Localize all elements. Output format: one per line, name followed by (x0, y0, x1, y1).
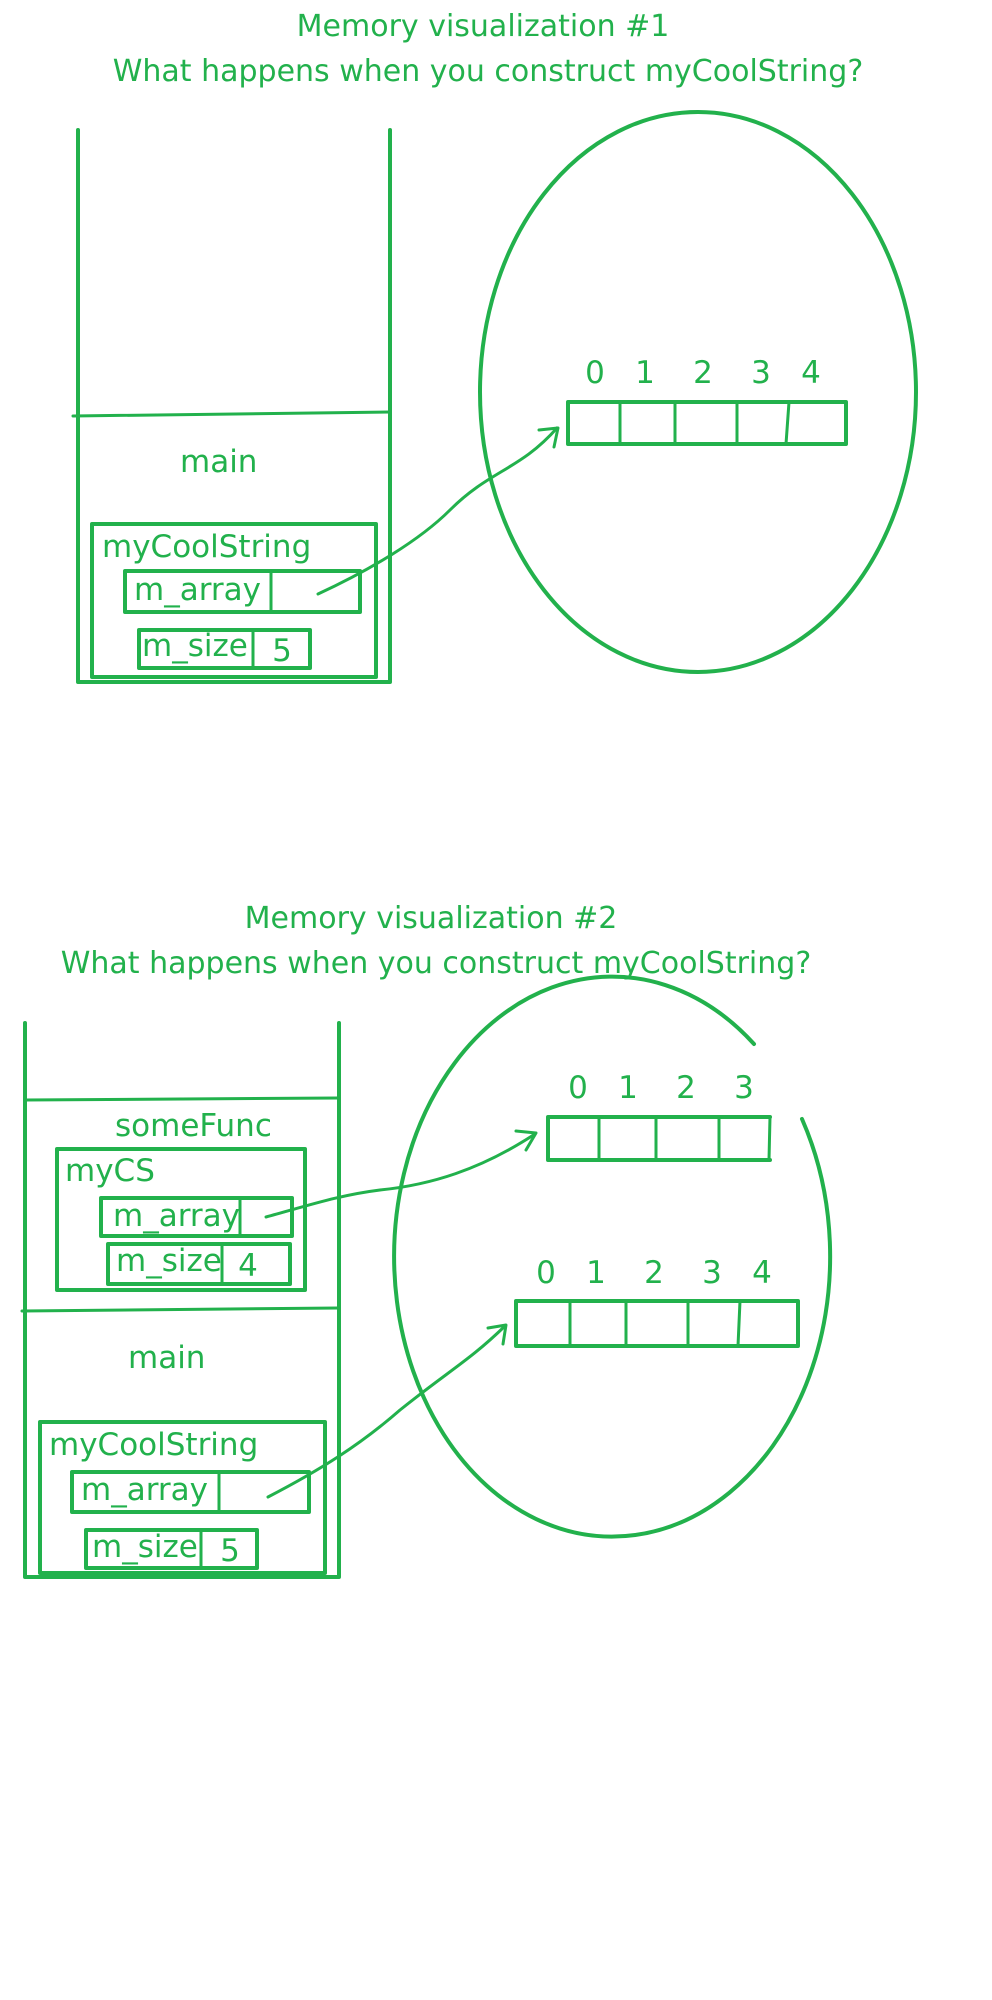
diagram2-bottom-m-array-label: m_array (81, 1472, 208, 1508)
diagram1-heap-array: 0 1 2 3 4 (566, 355, 848, 446)
memory-visualization-1: Memory visualization #1 What happens whe… (71, 9, 918, 684)
diagram2-top-object-label: myCS (65, 1153, 155, 1189)
diagram2-heap-large-index: 0 (536, 1255, 556, 1291)
diagram2-heap-small-index: 3 (734, 1070, 754, 1106)
diagram1-m-size-label: m_size (142, 628, 248, 664)
diagram2-title: Memory visualization #2 (245, 901, 618, 936)
diagram2-top-m-size-field (106, 1242, 292, 1286)
diagram1-stack: main myCoolString m_array m_size 5 (71, 128, 392, 684)
diagram1-heap-index: 1 (635, 355, 655, 391)
diagram2-bottom-m-size-value: 5 (220, 1533, 240, 1569)
diagram2-heap-small-index: 0 (568, 1070, 588, 1106)
diagram1-frame-label: main (180, 444, 257, 480)
diagram2-top-frame-label: someFunc (115, 1108, 272, 1144)
diagram1-heap-index: 0 (585, 355, 605, 391)
memory-visualization-2: Memory visualization #2 What happens whe… (20, 901, 833, 1579)
diagram1-object-label: myCoolString (102, 529, 311, 565)
diagram2-heap: 0 1 2 3 0 1 2 3 4 (392, 974, 833, 1539)
diagram2-bottom-pointer-arrow (266, 1323, 508, 1499)
diagram1-heap-index: 3 (751, 355, 771, 391)
diagram2-question: What happens when you construct myCoolSt… (61, 946, 812, 981)
diagram1-heap-index: 2 (693, 355, 713, 391)
diagram1-stack-outline (76, 128, 392, 684)
diagram2-bottom-m-array-field (70, 1470, 311, 1514)
diagram2-bottom-object-outline (38, 1420, 327, 1575)
diagram2-top-m-size-label: m_size (116, 1243, 222, 1279)
diagram1-m-size-value: 5 (272, 633, 292, 669)
diagram2-heap-array-small: 0 1 2 3 (546, 1070, 772, 1162)
diagram2-top-m-array-label: m_array (113, 1198, 240, 1234)
diagram1-m-array-label: m_array (134, 572, 261, 608)
diagram1-frame-divider (71, 410, 392, 418)
diagram2-top-arrowhead (514, 1129, 538, 1152)
diagram2-top-object-box: myCS m_array m_size 4 (55, 1147, 307, 1292)
diagram2-stack: someFunc myCS m_array m_size 4 main myCo… (20, 1021, 341, 1579)
diagram2-bottom-object-box: myCoolString m_array m_size 5 (38, 1420, 327, 1575)
diagram2-heap-small-index: 2 (676, 1070, 696, 1106)
diagram1-title: Memory visualization #1 (297, 9, 670, 44)
diagram2-heap-array-large: 0 1 2 3 4 (514, 1255, 800, 1348)
diagram1-object-box: myCoolString m_array m_size 5 (90, 522, 378, 679)
diagram2-heap-array-large-outline (514, 1299, 800, 1348)
diagram2-bottom-frame-label: main (128, 1340, 205, 1376)
diagram1-heap-ellipse (478, 110, 918, 674)
diagram2-top-object-outline (55, 1147, 307, 1292)
diagram1-pointer-arrow (316, 426, 560, 596)
diagram2-heap-ellipse (392, 974, 833, 1539)
diagram2-heap-large-index: 1 (586, 1255, 606, 1291)
diagram2-bottom-arrowhead (486, 1323, 508, 1346)
diagram1-object-outline (90, 522, 378, 679)
diagram2-bottom-m-size-label: m_size (92, 1529, 198, 1565)
diagram1-heap-array-outline (566, 400, 848, 446)
diagram2-heap-large-index: 2 (644, 1255, 664, 1291)
diagram2-bottom-m-size-field (84, 1528, 259, 1570)
diagram2-stack-outline (23, 1021, 341, 1579)
diagram2-top-pointer-arrow (264, 1129, 538, 1219)
diagram1-heap-index: 4 (801, 355, 821, 391)
diagram2-heap-large-index: 4 (752, 1255, 772, 1291)
diagram2-bottom-frame-divider (20, 1306, 341, 1313)
diagram1-arrowhead (537, 426, 560, 449)
diagram2-heap-small-index: 1 (618, 1070, 638, 1106)
diagram2-top-frame-divider (23, 1096, 341, 1102)
diagram2-top-m-array-field (99, 1196, 294, 1238)
diagram1-m-size-field (137, 628, 312, 670)
diagram2-heap-large-index: 3 (702, 1255, 722, 1291)
diagram1-heap: 0 1 2 3 4 (478, 110, 918, 674)
diagram1-m-array-field (123, 569, 362, 614)
diagram2-heap-array-small-outline (546, 1115, 772, 1162)
diagram2-bottom-object-label: myCoolString (49, 1427, 258, 1463)
diagram1-question: What happens when you construct myCoolSt… (113, 54, 864, 89)
diagram2-top-m-size-value: 4 (238, 1248, 258, 1284)
